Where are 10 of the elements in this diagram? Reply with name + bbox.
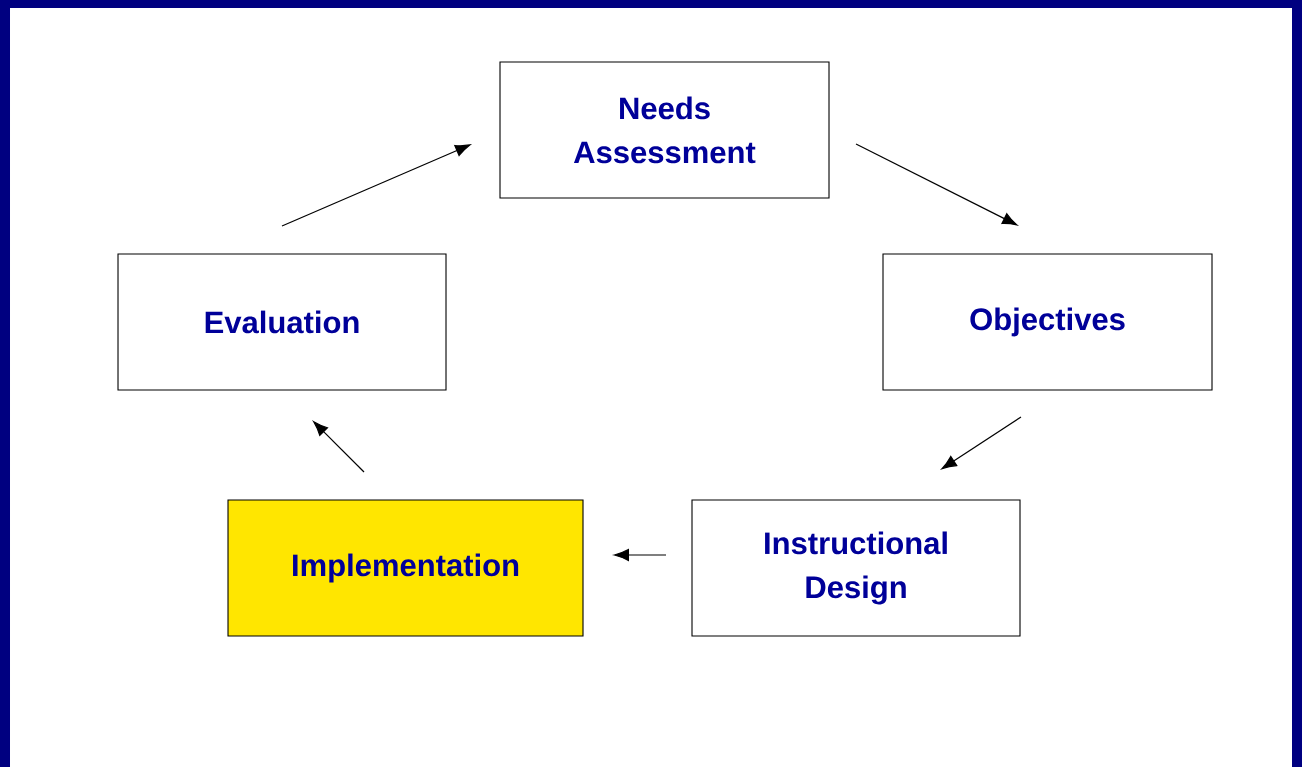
arrow [941, 416, 1022, 470]
process-box: Implementation [227, 499, 584, 637]
arrow [281, 144, 471, 227]
process-box: Objectives [882, 253, 1213, 391]
process-box: Evaluation [117, 253, 447, 391]
arrow [613, 548, 667, 562]
process-box: Needs Assessment [499, 61, 830, 199]
arrow [313, 421, 365, 473]
arrow [855, 143, 1018, 226]
process-box: Instructional Design [691, 499, 1021, 637]
